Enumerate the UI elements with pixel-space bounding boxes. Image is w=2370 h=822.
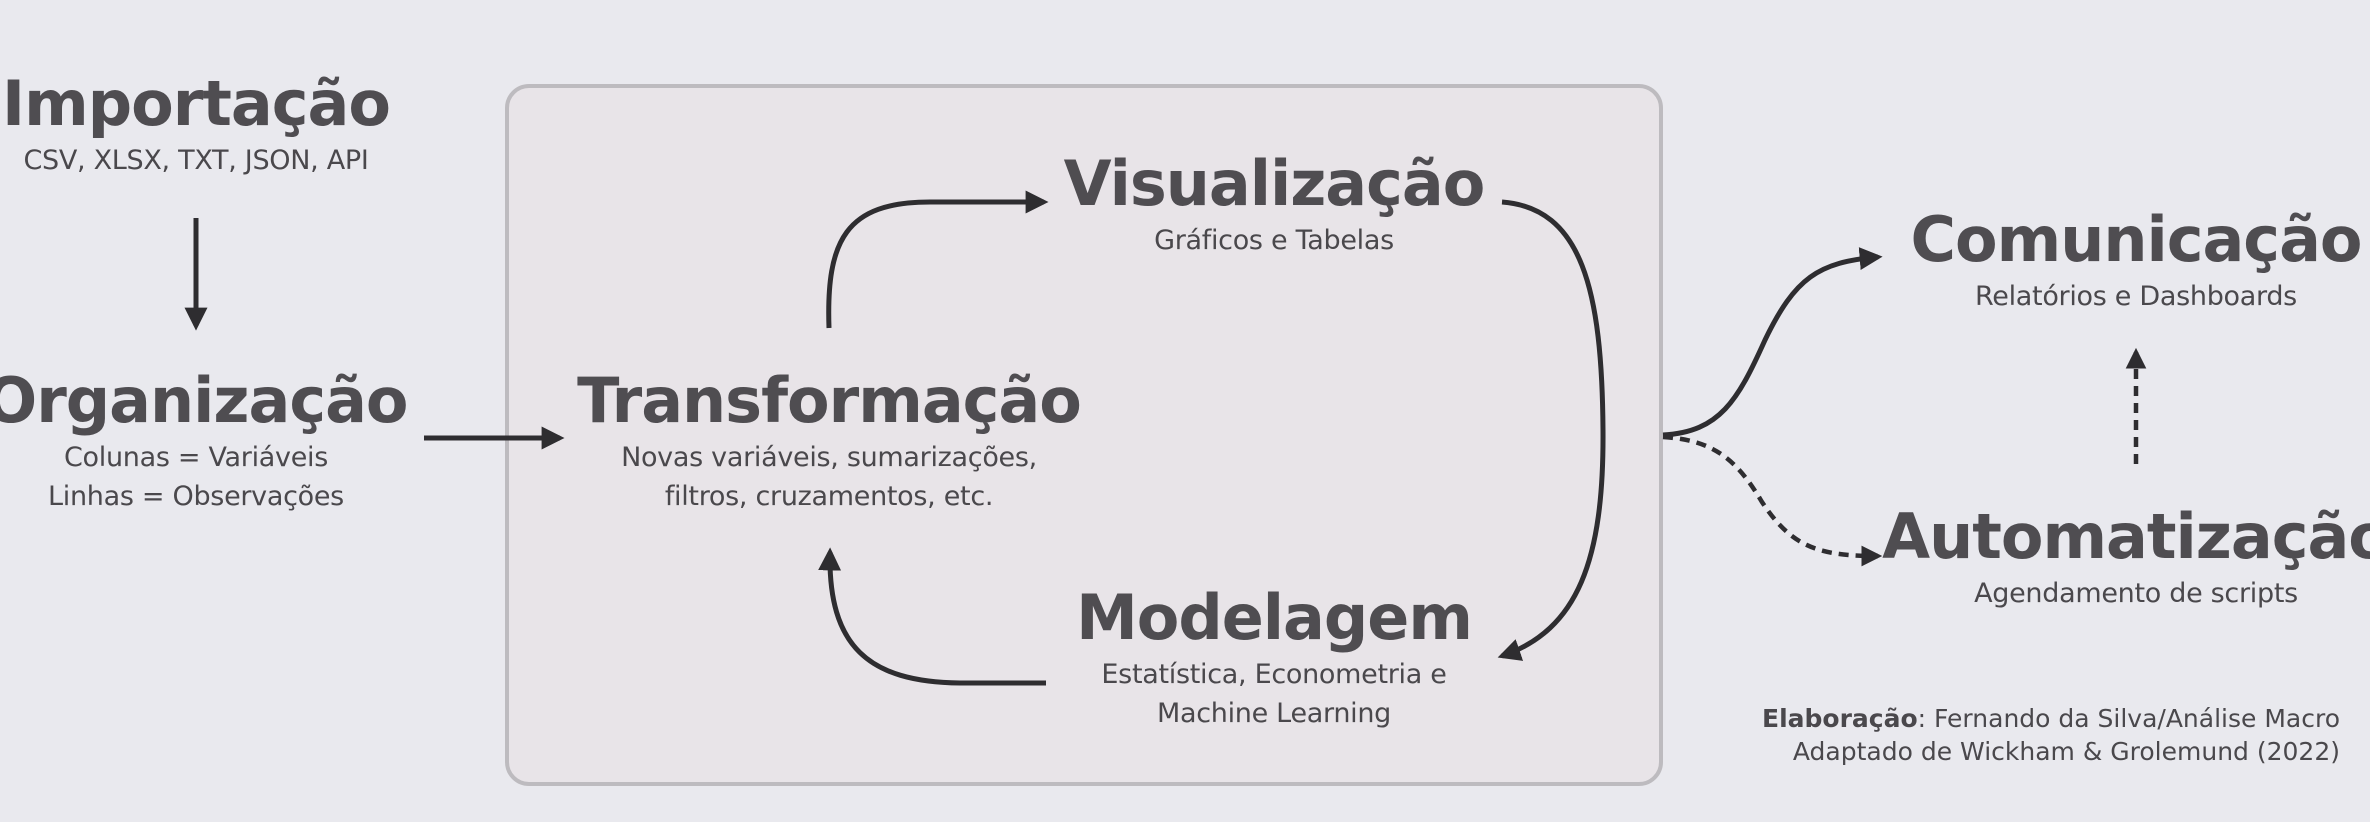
node-modelagem: Modelagem Estatística, Econometria e Mac…	[1076, 581, 1473, 733]
node-subtitle-organizacao-line1: Colunas = Variáveis	[63, 442, 329, 473]
arrow-cycle-to-comunicacao	[1662, 247, 1883, 438]
credit-line-author: Elaboração: Fernando da Silva/Análise Ma…	[1762, 702, 2340, 735]
arrow-modelagem-to-transformacao	[818, 547, 1046, 686]
credit-note: Elaboração: Fernando da Silva/Análise Ma…	[1762, 702, 2340, 768]
iterative-cycle-box	[505, 84, 1663, 786]
node-title-transformacao: Transformação	[577, 364, 1082, 437]
node-subtitle-automatizacao: Agendamento de scripts	[1974, 578, 2298, 609]
node-importacao: Importação CSV, XLSX, TXT, JSON, API	[2, 67, 391, 180]
node-subtitle-modelagem-line2: Machine Learning	[1156, 698, 1392, 729]
node-subtitle-transformacao-line2: filtros, cruzamentos, etc.	[664, 481, 994, 512]
credit-label: Elaboração	[1762, 704, 1918, 733]
node-title-comunicacao: Comunicação	[1910, 203, 2362, 276]
node-title-organizacao: Organização	[0, 364, 409, 437]
node-subtitle-importacao: CSV, XLSX, TXT, JSON, API	[23, 145, 369, 176]
node-visualizacao: Visualização Gráficos e Tabelas	[1063, 147, 1486, 260]
node-subtitle-transformacao-line1: Novas variáveis, sumarizações,	[621, 442, 1037, 473]
node-title-importacao: Importação	[2, 67, 391, 140]
node-automatizacao: Automatização Agendamento de scripts	[1882, 500, 2370, 613]
node-subtitle-comunicacao: Relatórios e Dashboards	[1975, 281, 2297, 312]
node-title-visualizacao: Visualização	[1063, 147, 1486, 220]
arrow-visualizacao-to-modelagem	[1497, 199, 1606, 661]
credit-author: : Fernando da Silva/Análise Macro	[1917, 704, 2340, 733]
arrow-cycle-to-automatizacao	[1662, 434, 1883, 567]
node-subtitle-modelagem-line1: Estatística, Econometria e	[1101, 659, 1447, 690]
node-transformacao: Transformação Novas variáveis, sumarizaç…	[577, 364, 1082, 516]
credit-line-adapted: Adaptado de Wickham & Grolemund (2022)	[1792, 737, 2340, 766]
node-organizacao: Organização Colunas = Variáveis Linhas =…	[0, 364, 409, 516]
node-title-automatizacao: Automatização	[1882, 500, 2370, 573]
node-title-modelagem: Modelagem	[1076, 581, 1473, 654]
arrow-transformacao-to-visualizacao	[826, 190, 1049, 329]
node-comunicacao: Comunicação Relatórios e Dashboards	[1910, 203, 2362, 316]
node-subtitle-organizacao-line2: Linhas = Observações	[48, 481, 344, 512]
node-subtitle-visualizacao: Gráficos e Tabelas	[1154, 225, 1394, 256]
